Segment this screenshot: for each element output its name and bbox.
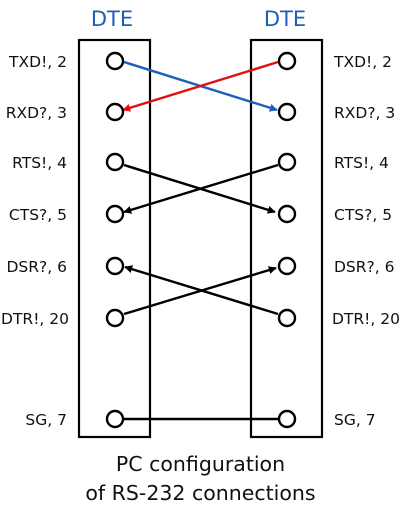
left-pin-dsr — [105, 256, 125, 276]
right-pin-txd — [277, 51, 297, 71]
right-pin-rts — [277, 152, 297, 172]
right-label-cts: CTS?, 5 — [334, 206, 392, 224]
right-label-txd: TXD!, 2 — [333, 53, 392, 71]
right-pin-sg — [277, 409, 297, 429]
left-label-sg: SG, 7 — [25, 411, 67, 429]
right-pin-dsr — [277, 256, 297, 276]
left-pin-rxd — [105, 102, 125, 122]
left-label-dsr: DSR?, 6 — [7, 258, 68, 276]
caption-line-1: PC configuration — [115, 452, 286, 476]
right-pin-dtr — [277, 308, 297, 328]
right-label-rxd: RXD?, 3 — [334, 104, 395, 122]
right-dte-title: DTE — [264, 7, 306, 31]
left-pin-sg — [105, 409, 125, 429]
wire-right-txd-to-left-rxd — [122, 60, 279, 112]
right-dte-box — [249, 38, 324, 439]
right-pin-cts — [277, 204, 297, 224]
left-pin-cts — [105, 204, 125, 224]
left-label-rts: RTS!, 4 — [12, 154, 67, 172]
left-label-rxd: RXD?, 3 — [6, 104, 67, 122]
right-pin-rxd — [277, 102, 297, 122]
right-label-dtr: DTR!, 20 — [332, 310, 400, 328]
left-pin-rts — [105, 152, 125, 172]
left-dte-box — [77, 38, 152, 439]
caption-line-2: of RS-232 connections — [85, 481, 316, 505]
left-pin-dtr — [105, 308, 125, 328]
left-label-txd: TXD!, 2 — [8, 53, 67, 71]
left-label-cts: CTS?, 5 — [9, 206, 67, 224]
left-dte-title: DTE — [91, 7, 133, 31]
left-label-dtr: DTR!, 20 — [1, 310, 69, 328]
right-label-sg: SG, 7 — [334, 411, 376, 429]
right-label-rts: RTS!, 4 — [334, 154, 389, 172]
wire-left-dtr-to-right-dsr — [123, 266, 277, 316]
left-pin-txd — [105, 51, 125, 71]
wire-right-rts-to-left-cts — [123, 163, 279, 214]
right-label-dsr: DSR?, 6 — [334, 258, 395, 276]
